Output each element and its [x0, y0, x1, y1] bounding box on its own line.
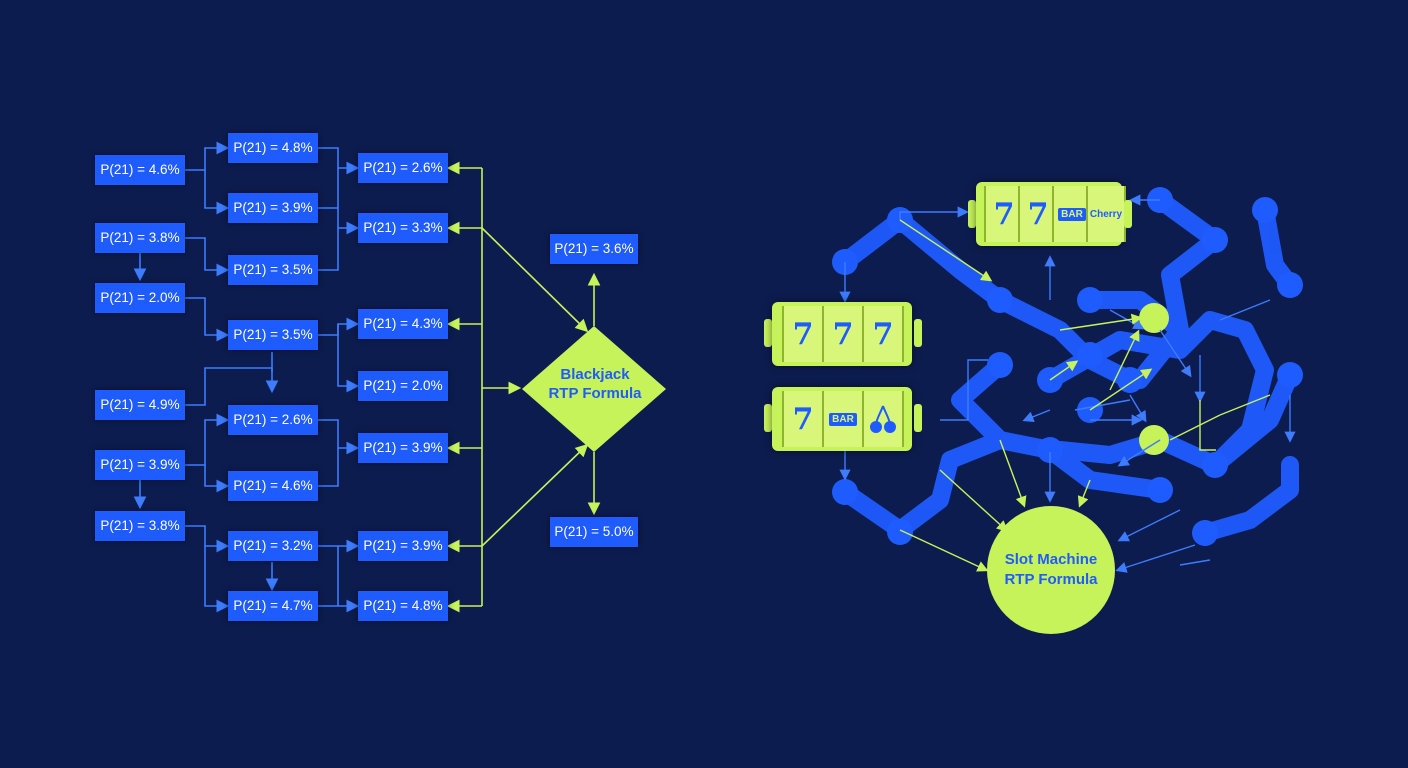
- reel-low-knob-right: [914, 404, 922, 432]
- reel-top-cell-4: Cherry: [1086, 186, 1126, 242]
- slot-lime-lines: [899, 219, 1271, 572]
- reel-top-cell-1: 7: [984, 186, 1024, 242]
- slot-thin-lines: [839, 194, 1296, 573]
- reel-mid-cell-3: 7: [862, 306, 904, 362]
- prob-box-c3r4: P(21) = 2.0%: [358, 371, 448, 401]
- reel-top-bar-symbol: BAR: [1058, 207, 1086, 221]
- slot-formula-circle: [987, 506, 1115, 634]
- prob-box-bottom-result: P(21) = 5.0%: [550, 517, 638, 547]
- reel-top-cell-2: 7: [1018, 186, 1058, 242]
- prob-box-c2r2: P(21) = 3.9%: [228, 193, 318, 223]
- blackjack-formula-diamond: [522, 326, 666, 452]
- prob-box-c2r6: P(21) = 4.6%: [228, 471, 318, 501]
- prob-box-c1r1: P(21) = 4.6%: [95, 155, 185, 185]
- slot-arrow-lines: [1022, 409, 1211, 566]
- reel-low-knob-left: [764, 404, 772, 432]
- prob-box-c2r1: P(21) = 4.8%: [228, 133, 318, 163]
- prob-box-c3r1: P(21) = 2.6%: [358, 153, 448, 183]
- prob-box-c3r5: P(21) = 3.9%: [358, 433, 448, 463]
- prob-box-c1r3: P(21) = 2.0%: [95, 283, 185, 313]
- reel-frame-lower: 7 BAR: [772, 387, 912, 451]
- reel-mid-knob-right: [914, 319, 922, 347]
- reel-knob-right: [1124, 200, 1132, 228]
- blackjack-formula-line1: Blackjack: [560, 366, 630, 383]
- blackjack-tree-lines: [133, 141, 360, 613]
- slot-formula-line1: Slot Machine: [1004, 551, 1098, 568]
- reel-low-cell-1: 7: [782, 391, 824, 447]
- prob-box-c3r6: P(21) = 3.9%: [358, 531, 448, 561]
- prob-box-top-result: P(21) = 3.6%: [550, 234, 638, 264]
- reel-frame-middle: 7 7 7: [772, 302, 912, 366]
- blackjack-formula-lines: [446, 161, 601, 613]
- prob-box-c2r4: P(21) = 3.5%: [228, 320, 318, 350]
- prob-box-c2r5: P(21) = 2.6%: [228, 405, 318, 435]
- slot-lime-nodes: [1139, 303, 1169, 455]
- prob-box-c1r4: P(21) = 4.9%: [95, 390, 185, 420]
- cherry-icon-svg: [870, 405, 896, 433]
- reel-mid-cell-1: 7: [782, 306, 824, 362]
- cherry-icon: [862, 391, 904, 447]
- slot-formula-line2: RTP Formula: [1004, 571, 1098, 588]
- blackjack-formula-label: Blackjack RTP Formula: [520, 365, 670, 403]
- reel-mid-knob-left: [764, 319, 772, 347]
- prob-box-c2r7: P(21) = 3.2%: [228, 531, 318, 561]
- prob-box-c1r2: P(21) = 3.8%: [95, 223, 185, 253]
- blackjack-formula-line2: RTP Formula: [548, 385, 642, 402]
- reel-top-cell-3: BAR: [1052, 186, 1092, 242]
- prob-box-c1r6: P(21) = 3.8%: [95, 511, 185, 541]
- prob-box-c2r3: P(21) = 3.5%: [228, 255, 318, 285]
- slot-formula-label: Slot Machine RTP Formula: [988, 550, 1114, 590]
- prob-box-c1r5: P(21) = 3.9%: [95, 450, 185, 480]
- reel-mid-cell-2: 7: [822, 306, 864, 362]
- reel-knob-left: [968, 200, 976, 228]
- prob-box-c3r3: P(21) = 4.3%: [358, 309, 448, 339]
- prob-box-c3r7: P(21) = 4.8%: [358, 591, 448, 621]
- reel-top-cherry-word: Cherry: [1089, 208, 1123, 220]
- prob-box-c2r8: P(21) = 4.7%: [228, 591, 318, 621]
- reel-low-cell-2: BAR: [822, 391, 864, 447]
- reel-frame-top: 7 7 BAR Cherry: [976, 182, 1126, 246]
- reel-low-bar-symbol: BAR: [829, 412, 857, 426]
- prob-box-c3r2: P(21) = 3.3%: [358, 213, 448, 243]
